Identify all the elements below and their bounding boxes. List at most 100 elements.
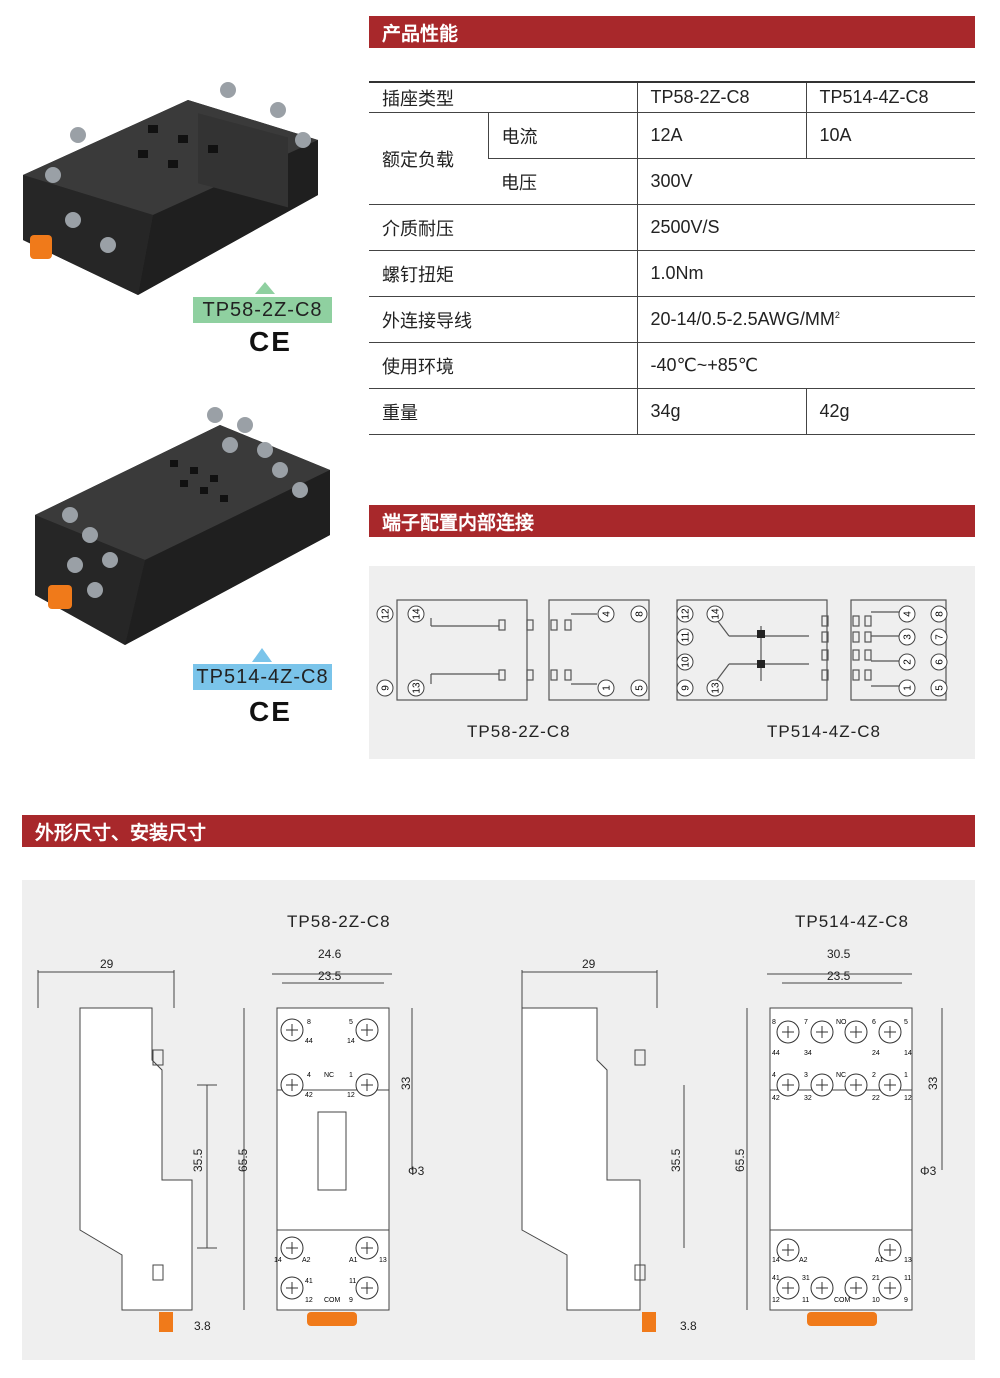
rated-load-label: 额定负载: [369, 112, 488, 205]
torque-label: 螺钉扭矩: [369, 250, 637, 297]
wiring-caption-left: TP58-2Z-C8: [467, 722, 571, 741]
screw-cross: [884, 1244, 896, 1256]
dim-side-width-left: 29: [100, 957, 114, 971]
wire-value-cell: 20-14/0.5-2.5AWG/MM2: [636, 296, 975, 343]
side-view-left: [79, 1007, 193, 1311]
front-view-left: [276, 1007, 390, 1311]
terminal-pin: [407, 605, 425, 623]
terminal-pin-label: 13: [711, 682, 722, 694]
terminal-label: 11: [904, 1275, 911, 1282]
terminal-pin: [898, 653, 916, 671]
screw-cross: [850, 1282, 862, 1294]
screw-cross: [816, 1079, 828, 1091]
header-col2: TP514-4Z-C8: [805, 81, 975, 113]
terminal-pin: [930, 653, 948, 671]
table-row: 重量 34g 42g: [369, 388, 975, 435]
terminal-label: 8: [772, 1019, 776, 1026]
terminal-pin-label: 12: [381, 608, 392, 620]
terminal-label: 44: [305, 1038, 313, 1045]
terminal-label: A2: [302, 1257, 311, 1264]
terminal-label: 8: [307, 1019, 311, 1026]
voltage-value: 300V: [636, 158, 975, 205]
terminal-label: 14: [904, 1050, 912, 1057]
terminal-pin: [630, 679, 648, 697]
terminal-pin-label: 5: [635, 685, 646, 691]
screw-cross: [884, 1079, 896, 1091]
product-image-tp514: [35, 407, 330, 645]
terminal-label: 4: [772, 1072, 776, 1079]
weight-col2: 42g: [805, 388, 975, 435]
terminal-label: NC: [836, 1072, 846, 1079]
dielectric-value: 2500V/S: [636, 204, 975, 251]
terminal-pin: [706, 605, 724, 623]
terminal-pin-label: 8: [635, 611, 646, 617]
terminal-label: 5: [349, 1019, 353, 1026]
terminal-label: 11: [349, 1278, 356, 1285]
table-row: 额定负载 电流 12A 10A: [369, 112, 975, 205]
dim-height-a-right: 35.5: [669, 1148, 683, 1172]
product-image-tp58: [23, 82, 318, 295]
screw-cross: [286, 1024, 298, 1036]
terminal-label: 11: [802, 1297, 809, 1304]
terminal-pin-label: 2: [903, 659, 914, 665]
terminal-label: 7: [804, 1019, 808, 1026]
terminal-label: 4: [307, 1072, 311, 1079]
terminal-pin-label: 1: [602, 685, 613, 691]
terminal-label: 2: [872, 1072, 876, 1079]
terminal-pin: [407, 679, 425, 697]
wiring-frame: [396, 599, 528, 701]
dim-front-w1-left: 24.6: [318, 947, 342, 961]
dim-hole-right: Φ3: [920, 1164, 937, 1178]
terminal-label: 5: [904, 1019, 908, 1026]
terminal-label: 14: [772, 1257, 780, 1264]
dim-title-left: TP58-2Z-C8: [287, 912, 391, 931]
screw-cross: [884, 1026, 896, 1038]
terminal-label: 14: [274, 1257, 282, 1264]
terminal-pin: [597, 605, 615, 623]
side-view-right: [521, 1007, 641, 1311]
terminal-pin-label: 6: [935, 659, 946, 665]
terminal-pin-label: 7: [935, 634, 946, 640]
terminal-pin-label: 10: [681, 656, 692, 668]
terminal-pin: [376, 605, 394, 623]
terminal-pin-label: 9: [381, 685, 392, 691]
terminal-pin: [930, 679, 948, 697]
terminal-label: 1: [904, 1072, 908, 1079]
dim-front-h-left: 65.5: [236, 1148, 250, 1172]
terminal-label: COM: [324, 1297, 341, 1304]
terminal-label: A1: [349, 1257, 358, 1264]
screw-cross: [782, 1079, 794, 1091]
terminal-pin: [898, 628, 916, 646]
terminal-pin-label: 13: [412, 682, 423, 694]
current-label: 电流: [487, 112, 637, 159]
terminal-label: 12: [305, 1297, 313, 1304]
table-row: 插座类型 TP58-2Z-C8 TP514-4Z-C8: [369, 81, 975, 113]
wire-value: 20-14/0.5-2.5AWG/MM: [650, 309, 835, 329]
dim-height-a-left: 35.5: [191, 1148, 205, 1172]
terminal-pin-label: 8: [935, 611, 946, 617]
screw-cross: [361, 1079, 373, 1091]
terminal-pin: [676, 628, 694, 646]
section-header-wiring: 端子配置内部连接: [369, 505, 975, 537]
screw-cross: [361, 1242, 373, 1254]
section-header-performance: 产品性能: [369, 16, 975, 48]
terminal-label: 12: [904, 1095, 912, 1102]
dim-front-w2-right: 23.5: [827, 969, 851, 983]
terminal-label: NC: [324, 1072, 334, 1079]
terminal-label: A2: [799, 1257, 808, 1264]
terminal-pin-label: 4: [602, 611, 613, 617]
terminal-pin-label: 11: [681, 631, 692, 642]
torque-value: 1.0Nm: [636, 250, 975, 297]
header-label: 插座类型: [369, 81, 637, 113]
dim-front-h2-right: 33: [926, 1076, 940, 1090]
screw-cross: [782, 1244, 794, 1256]
dim-front-w2-left: 23.5: [318, 969, 342, 983]
ce-mark: CE: [249, 696, 292, 727]
terminal-pin: [630, 605, 648, 623]
screw-cross: [782, 1026, 794, 1038]
screw-cross: [286, 1242, 298, 1254]
table-row: 外连接导线 20-14/0.5-2.5AWG/MM2: [369, 296, 975, 343]
terminal-label: 42: [772, 1095, 780, 1102]
